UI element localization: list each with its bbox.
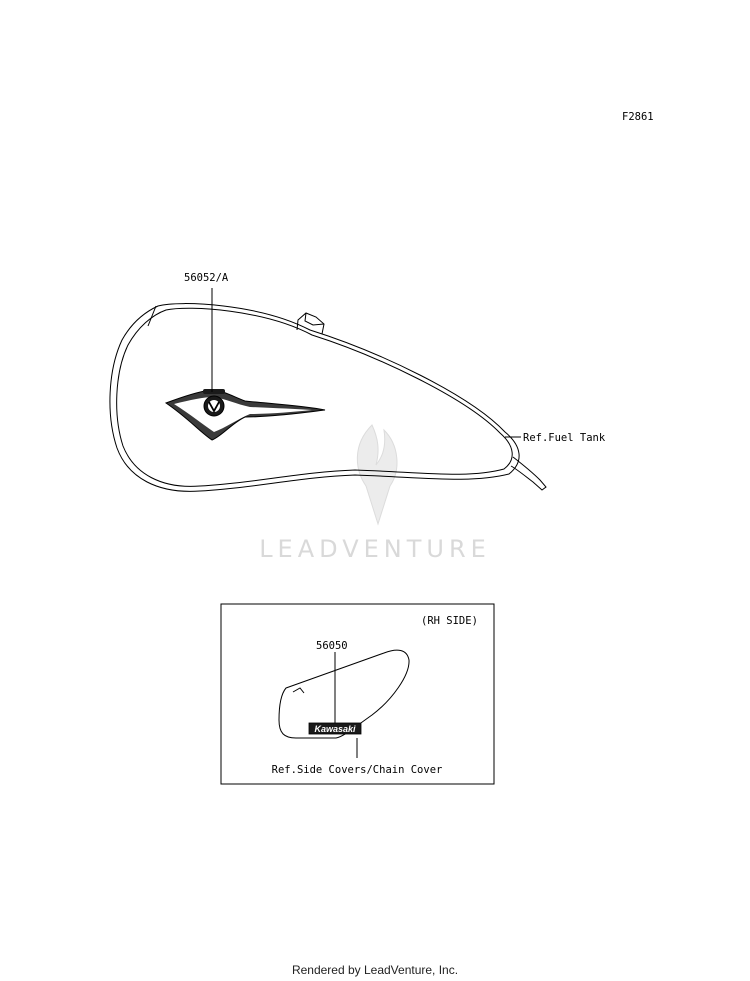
decal-text: Kawasaki [314,724,356,734]
tank-emblem [164,389,326,441]
figure-code: F2861 [622,111,654,123]
fuel-tank-outline [109,303,520,492]
ref-side-covers[interactable]: Ref.Side Covers/Chain Cover [272,764,443,776]
fuel-outlet [510,456,547,491]
watermark: LEADVENTURE [259,424,491,563]
ref-fuel-tank[interactable]: Ref.Fuel Tank [523,432,606,444]
inset-label: (RH SIDE) [421,615,478,627]
rh-side-inset: (RH SIDE) Kawasaki 56050 Ref.Side Covers… [220,603,495,785]
inset-frame [220,603,495,785]
watermark-text: LEADVENTURE [259,535,491,563]
fuel-tank-trim-line [116,307,513,487]
fuel-cap [296,312,325,335]
part-number-56050[interactable]: 56050 [316,640,348,652]
footer-credit: Rendered by LeadVenture, Inc. [291,963,459,977]
part-number-56052a[interactable]: 56052/A [184,272,229,284]
watermark-flame-icon [356,424,398,526]
fuel-tank [109,303,547,492]
